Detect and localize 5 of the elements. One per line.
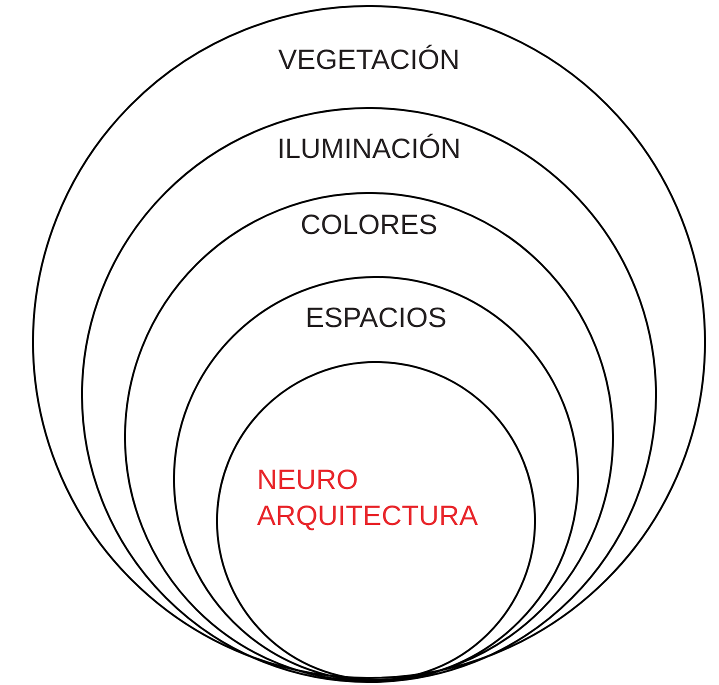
circle-label: ILUMINACIÓN [276,132,462,166]
circle-label: VEGETACIÓN [277,43,461,77]
circle-label: ESPACIOS [304,301,448,335]
circle-label: NEURO ARQUITECTURA [257,463,479,534]
circle-label: COLORES [300,208,438,242]
